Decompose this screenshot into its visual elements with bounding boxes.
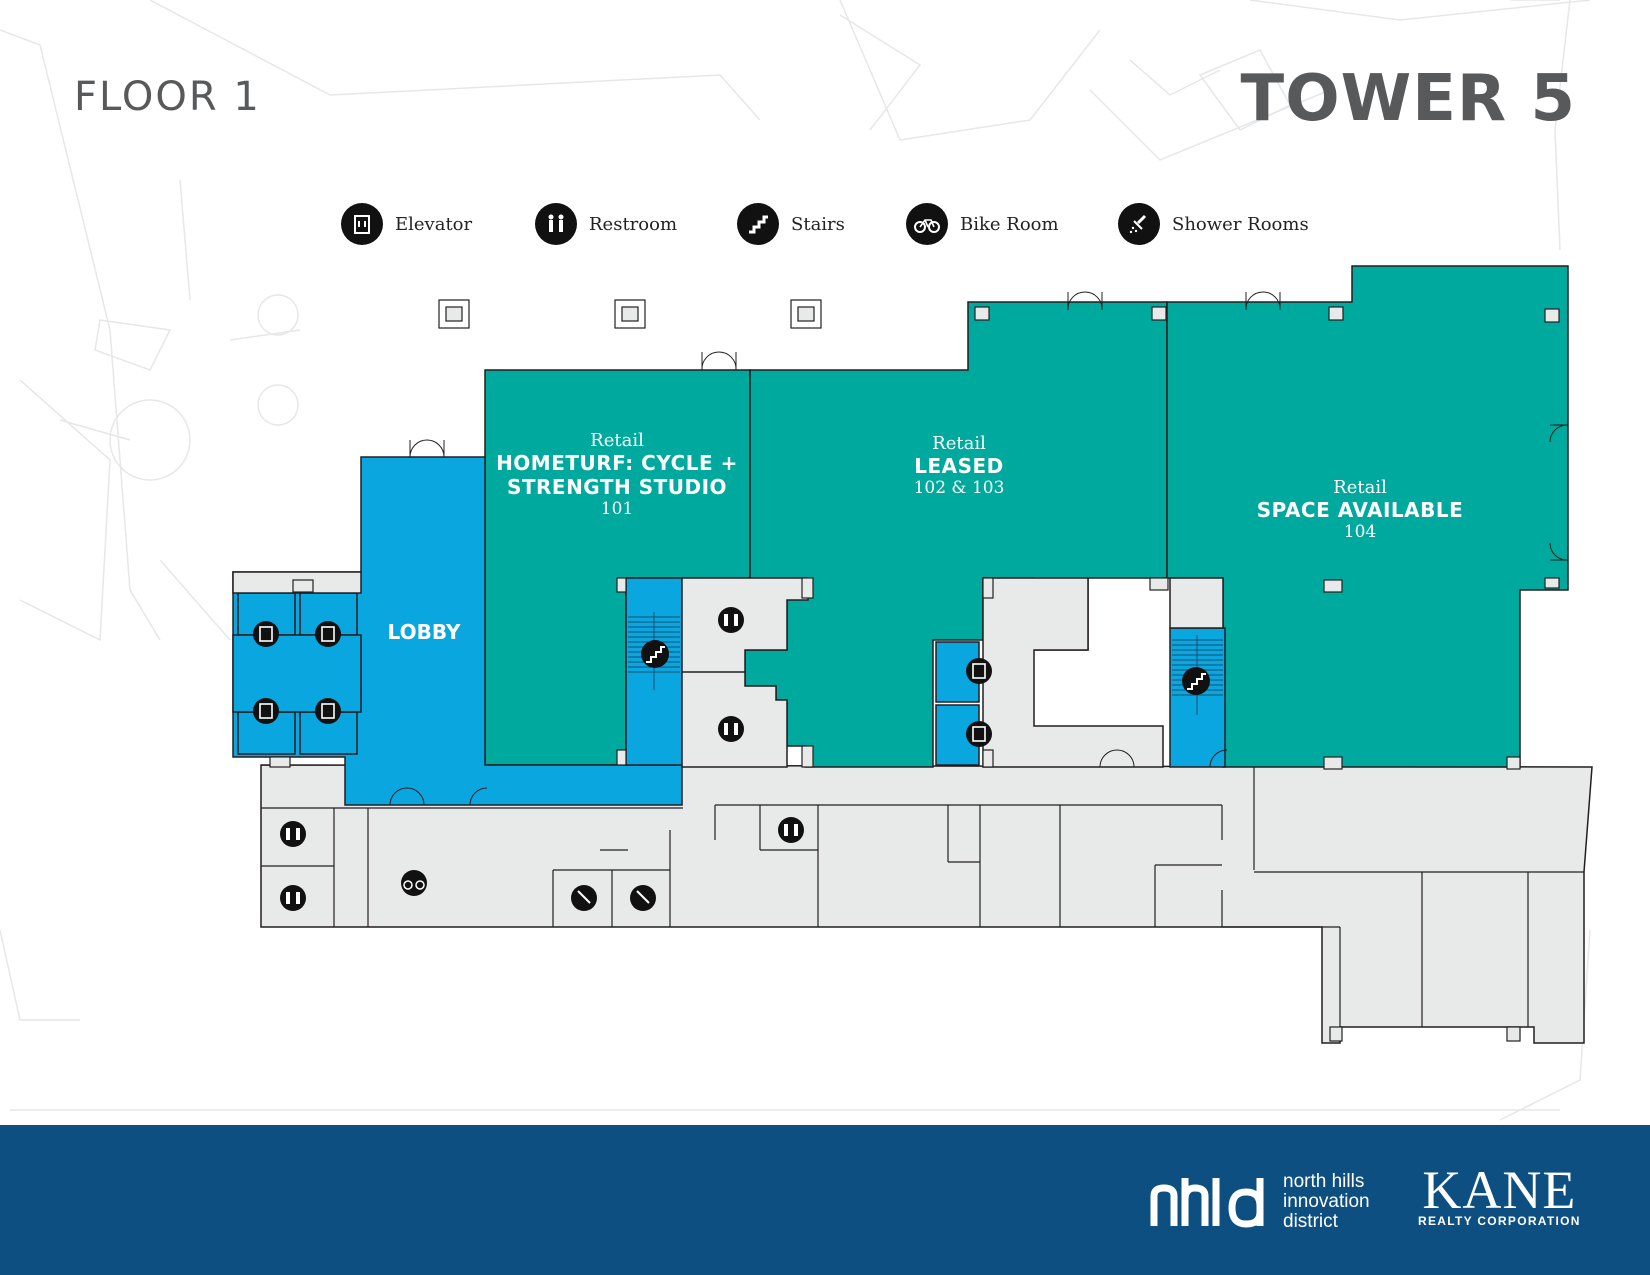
nhid-line: innovation: [1283, 1191, 1370, 1212]
restroom-icon: [718, 716, 744, 742]
elevator-icon: [253, 698, 279, 724]
suite-tenant: STRENGTH STUDIO: [506, 475, 728, 499]
bike-icon: [401, 870, 427, 896]
legend-item-bike-room: Bike Room: [906, 203, 1059, 245]
nhid-logo-mark: [1150, 1178, 1264, 1228]
tower-title: TOWER 5: [1240, 62, 1576, 136]
nhid-line: district: [1283, 1211, 1338, 1232]
suite-number: 102 & 103: [913, 478, 1005, 498]
retail-suites: [484, 265, 1569, 768]
elevator-icon: [253, 621, 279, 647]
suite-102-103-label: Retail LEASED 102 & 103: [914, 433, 1005, 498]
service-walls: [261, 767, 1584, 1027]
suite-104-label: Retail SPACE AVAILABLE 104: [1257, 477, 1464, 542]
suite-number: 104: [1343, 522, 1377, 542]
suite-number: 101: [600, 499, 634, 519]
site-background: [0, 0, 1591, 1121]
elevator-icon: [341, 203, 383, 245]
elevator-icon: [966, 658, 992, 684]
suite-use: Retail: [1333, 477, 1387, 498]
core-service-rooms: [232, 571, 1224, 768]
nhid-line: north hills: [1283, 1171, 1365, 1192]
kane-wordmark: KANE: [1422, 1160, 1577, 1220]
kane-subtitle: REALTY CORPORATION: [1418, 1214, 1581, 1228]
lobby-label: LOBBY: [387, 620, 461, 644]
restroom-icon: [778, 817, 804, 843]
stairs-icon: [737, 203, 779, 245]
shower-icon: [571, 885, 597, 911]
suite-101-label: Retail HOMETURF: CYCLE + STRENGTH STUDIO…: [496, 430, 738, 519]
suite-tenant: LEASED: [914, 454, 1004, 478]
restroom-icon: [718, 607, 744, 633]
floor-title: FLOOR 1: [74, 74, 261, 120]
kane-logo: KANE REALTY CORPORATION: [1418, 1160, 1581, 1228]
bike-icon: [906, 203, 948, 245]
suite-tenant: SPACE AVAILABLE: [1256, 498, 1464, 522]
legend-item-elevator: Elevator: [341, 203, 472, 245]
shower-icon: [1118, 203, 1160, 245]
legend-label: Stairs: [791, 213, 845, 235]
restroom-icon: [280, 885, 306, 911]
map-icons: [253, 607, 1210, 911]
legend-label: Elevator: [395, 213, 473, 235]
restroom-icon: [280, 821, 306, 847]
legend-item-shower-rooms: Shower Rooms: [1118, 203, 1309, 245]
stairs-icon: [641, 640, 669, 668]
legend-item-restroom: Restroom: [535, 203, 677, 245]
service-block-center: [982, 577, 1164, 768]
door-swings: [389, 291, 1569, 806]
footer-bar: [0, 1125, 1650, 1275]
restroom-icon: [535, 203, 577, 245]
legend-label: Restroom: [589, 213, 678, 235]
stairs-icon: [1182, 667, 1210, 695]
structural-columns: [269, 299, 1560, 1042]
suite-tenant: HOMETURF: CYCLE +: [496, 451, 738, 475]
elevator-icon: [315, 621, 341, 647]
legend-item-stairs: Stairs: [737, 203, 845, 245]
elevator-icon: [315, 698, 341, 724]
legend-label: Bike Room: [960, 213, 1059, 235]
suite-use: Retail: [590, 430, 644, 451]
shower-icon: [630, 885, 656, 911]
suite-use: Retail: [932, 433, 986, 454]
elevator-icon: [966, 721, 992, 747]
nhid-logo-text: north hills innovation district: [1283, 1172, 1370, 1232]
service-corridor: [260, 764, 1593, 1044]
service-room-small: [1169, 577, 1224, 629]
legend-label: Shower Rooms: [1172, 213, 1309, 235]
